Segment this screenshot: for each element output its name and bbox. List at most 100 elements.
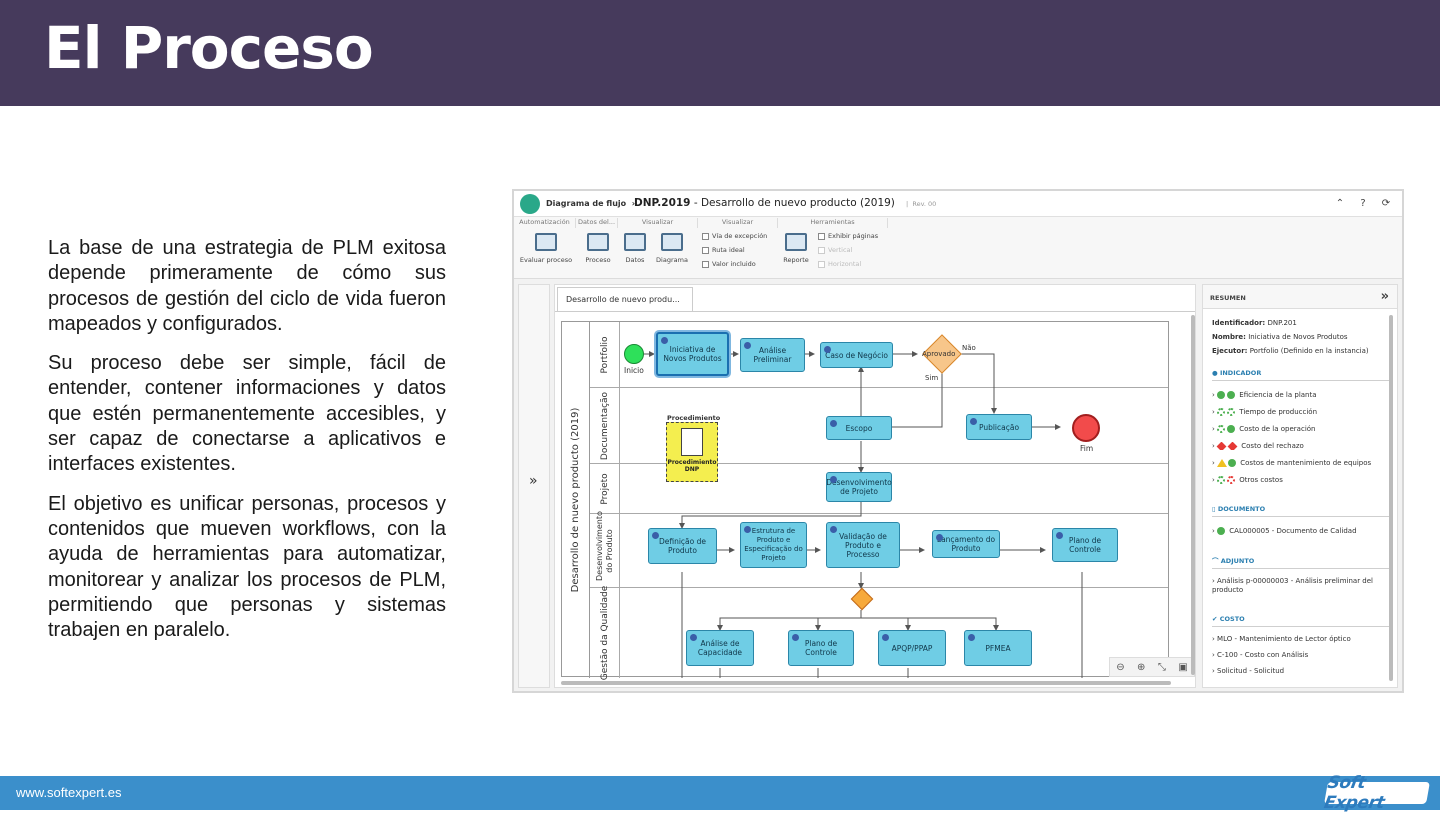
- task-business-case[interactable]: Caso de Negócio: [820, 342, 893, 368]
- lane-portfolio: Portfolio: [590, 322, 1168, 388]
- end-label: Fim: [1080, 444, 1094, 453]
- check-icon: ✔: [1212, 615, 1218, 623]
- lane-project: Projeto: [590, 464, 1168, 514]
- indicator-row[interactable]: › Costo de la operación: [1212, 425, 1316, 433]
- tab-diagram[interactable]: Desarrollo de nuevo produ...: [557, 287, 693, 311]
- fit-icon[interactable]: ⤡: [1157, 661, 1166, 673]
- section-cost[interactable]: ✔ COSTO: [1212, 615, 1390, 627]
- slide-title: El Proceso: [44, 14, 374, 82]
- task-preliminary-analysis[interactable]: Análise Preliminar: [740, 338, 805, 372]
- end-event[interactable]: [1072, 414, 1100, 442]
- task-pfmea[interactable]: PFMEA: [964, 630, 1032, 666]
- indicator-row[interactable]: › Costos de mantenimiento de equipos: [1212, 459, 1372, 467]
- task-control-plan-quality[interactable]: Plano de Controle: [788, 630, 854, 666]
- included-value-checkbox[interactable]: Valor incluido: [702, 260, 756, 268]
- indicator-row[interactable]: › Eficiencia de la planta: [1212, 391, 1317, 399]
- printer-icon: [785, 233, 807, 251]
- task-publication[interactable]: Publicação: [966, 414, 1032, 440]
- task-scope[interactable]: Escopo: [826, 416, 892, 440]
- app-topbar: Diagrama de flujo › DNP.2019 - Desarroll…: [514, 191, 1402, 217]
- start-event[interactable]: [624, 344, 644, 364]
- expand-left-panel-button[interactable]: »: [518, 284, 550, 688]
- evaluate-icon: [535, 233, 557, 251]
- task-new-products-initiative[interactable]: Iniciativa de Novos Produtos: [656, 332, 729, 376]
- cost-row[interactable]: › MLO - Mantenimiento de Lector óptico: [1212, 635, 1351, 643]
- footer-url[interactable]: www.softexpert.es: [16, 785, 122, 800]
- diagram-icon: [661, 233, 683, 251]
- task-capacity-analysis[interactable]: Análise de Capacidade: [686, 630, 754, 666]
- procedure-document[interactable]: Procedimiento DNP: [666, 422, 718, 482]
- task-product-launch[interactable]: Lançamento do Produto: [932, 530, 1000, 558]
- ribbon-group-tools: Herramientas: [778, 218, 888, 228]
- indicator-row[interactable]: › Tiempo de producción: [1212, 408, 1318, 416]
- pool-label: Desarrollo de nuevo producto (2019): [562, 322, 590, 678]
- cost-row[interactable]: › Solicitud - Solicitud: [1212, 667, 1285, 675]
- chevron-double-right-icon: »: [529, 473, 538, 489]
- refresh-icon[interactable]: ⟳: [1381, 198, 1391, 209]
- indicator-row[interactable]: › Costo del rechazo: [1212, 442, 1304, 450]
- softexpert-logo: Soft Expert: [1322, 773, 1430, 813]
- document-label: Procedimiento DNP: [667, 459, 717, 473]
- start-label: Inicio: [624, 366, 644, 375]
- section-indicator[interactable]: ● INDICADOR: [1212, 369, 1390, 381]
- image-icon[interactable]: ▣: [1178, 661, 1188, 673]
- slide-body: La base de una estrategia de PLM exitosa…: [48, 236, 446, 657]
- slide-header: El Proceso: [0, 0, 1440, 106]
- summary-header: RESUMEN»: [1203, 285, 1397, 309]
- task-apqp-ppap[interactable]: APQP/PPAP: [878, 630, 946, 666]
- process-button[interactable]: Proceso: [580, 233, 616, 264]
- flowchart-app-icon: [520, 194, 540, 214]
- zoom-toolbar: ⊖ ⊕ ⤡ ▣: [1109, 657, 1195, 677]
- task-product-definition[interactable]: Definição de Produto: [648, 528, 717, 564]
- task-project-development[interactable]: Desenvolvimento de Projeto: [826, 472, 892, 502]
- task-product-structure[interactable]: Estrutura de Produto e Especificação do …: [740, 522, 807, 568]
- ideal-route-checkbox[interactable]: Ruta ideal: [702, 246, 745, 254]
- evaluate-process-button[interactable]: Evaluar proceso: [519, 233, 573, 264]
- paragraph-3: El objetivo es unificar personas, proces…: [48, 492, 446, 642]
- cost-row[interactable]: › C-100 - Costo con Análisis: [1212, 651, 1309, 659]
- vertical-checkbox[interactable]: Vertical: [818, 246, 852, 254]
- data-button[interactable]: Datos: [620, 233, 650, 264]
- app-screenshot: Diagrama de flujo › DNP.2019 - Desarroll…: [512, 189, 1404, 693]
- exception-path-checkbox[interactable]: Vía de excepción: [702, 232, 767, 240]
- section-document[interactable]: ▯ DOCUMENTO: [1212, 505, 1390, 517]
- gateway-yes-label: Sim: [925, 374, 939, 382]
- indicator-row[interactable]: › Otros costos: [1212, 476, 1283, 484]
- collapse-panel-icon[interactable]: »: [1380, 289, 1389, 304]
- ribbon-group-data: Datos del...: [576, 218, 618, 228]
- section-attachment[interactable]: ⌒ ADJUNTO: [1212, 555, 1390, 569]
- canvas-hscrollbar[interactable]: [561, 681, 1171, 685]
- identifier-row: Identificador: DNP.201: [1212, 319, 1297, 327]
- canvas-scrollbar[interactable]: [1191, 315, 1195, 675]
- panel-scrollbar[interactable]: [1389, 315, 1393, 681]
- document-icon: [681, 428, 703, 456]
- attachment-row[interactable]: › Análisis p-00000003 - Análisis prelimi…: [1212, 577, 1373, 594]
- show-pages-checkbox[interactable]: Exhibir páginas: [818, 232, 878, 240]
- horizontal-checkbox[interactable]: Horizontal: [818, 260, 861, 268]
- process-icon: [587, 233, 609, 251]
- diagram-button[interactable]: Diagrama: [652, 233, 692, 264]
- help-icon[interactable]: ?: [1360, 198, 1366, 209]
- zoom-out-icon[interactable]: ⊖: [1116, 661, 1125, 673]
- diagram-canvas[interactable]: Desarrollo de nuevo produ... Desarrollo …: [554, 284, 1196, 688]
- ribbon-group-automation: Automatización: [514, 218, 576, 228]
- slide-footer: www.softexpert.es Soft Expert: [0, 773, 1440, 813]
- revision: | Rev. 00: [906, 200, 937, 208]
- document-row[interactable]: › CAL000005 - Documento de Calidad: [1212, 527, 1357, 535]
- gateway-label: Aprovado: [922, 350, 956, 358]
- zoom-in-icon[interactable]: ⊕: [1137, 661, 1146, 673]
- task-control-plan[interactable]: Plano de Controle: [1052, 528, 1118, 562]
- document-title: Procedimiento: [667, 414, 721, 422]
- process-title: DNP.2019 - Desarrollo de nuevo producto …: [634, 197, 895, 209]
- task-product-validation[interactable]: Validação de Produto e Processo: [826, 522, 900, 568]
- report-button[interactable]: Reporte: [780, 233, 812, 264]
- data-icon: [624, 233, 646, 251]
- ribbon-toolbar: Automatización Datos del... Visualizar V…: [514, 217, 1402, 279]
- gateway-no-label: Não: [962, 344, 976, 352]
- chevrons-up-icon[interactable]: ⌃: [1335, 198, 1345, 209]
- indicator-icon: ●: [1212, 369, 1218, 377]
- tab-divider: [555, 311, 1195, 312]
- breadcrumb[interactable]: Diagrama de flujo ›: [546, 199, 636, 208]
- lane-quality: Gestão da Qualidade: [590, 586, 1168, 680]
- name-row: Nombre: Iniciativa de Novos Produtos: [1212, 333, 1348, 341]
